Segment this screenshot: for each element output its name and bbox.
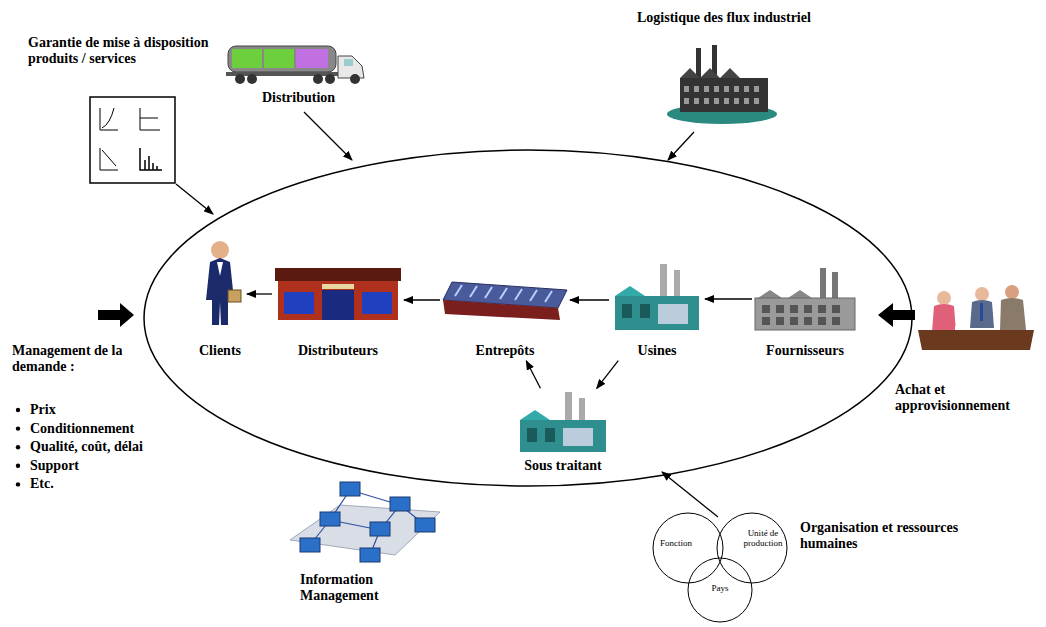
factory-icon	[615, 264, 699, 330]
caption-label: Distribution	[262, 90, 335, 106]
leader-arrow	[662, 472, 718, 517]
client-person-icon	[206, 241, 241, 325]
venn-circle: Pays	[688, 558, 752, 622]
node-label: Sous traitant	[517, 458, 609, 474]
supplier-factory-icon	[755, 268, 855, 330]
venn-circle: Fonction	[653, 513, 723, 583]
subcontractor-factory-icon	[520, 392, 606, 452]
warehouse-icon	[443, 282, 567, 320]
caption-label: Information Management	[300, 572, 425, 604]
circle-text: Pays	[700, 583, 740, 593]
thick-arrow	[98, 303, 134, 327]
bullet-dots	[16, 408, 20, 487]
warehouse-node: Entrepôts	[443, 280, 567, 359]
network-icon	[290, 482, 440, 562]
chart-icon	[90, 97, 175, 183]
caption-label: Garantie de mise à disposition produits …	[28, 35, 213, 67]
node-label: Distributeurs	[275, 343, 401, 359]
list-item: Support	[30, 458, 79, 474]
flow-arrow	[526, 361, 540, 388]
list-item: Conditionnement	[30, 421, 134, 437]
list-heading: Management de la demande :	[12, 343, 152, 375]
flow-arrow	[570, 299, 609, 300]
venn-circle: Unité de production	[717, 513, 787, 583]
flow-arrow	[597, 361, 619, 389]
supply-chain-ellipse	[144, 150, 912, 486]
shop-icon	[275, 268, 401, 320]
circle-outline	[652, 512, 724, 584]
circle-text: Unité de production	[740, 528, 786, 548]
list-item: Prix	[30, 402, 56, 418]
node-label: Entrepôts	[443, 343, 567, 359]
subcontractor-node: Sous traitant	[517, 390, 609, 474]
client-node: Clients	[196, 240, 244, 359]
leader-arrow	[304, 112, 352, 160]
caption-label: Achat et approvisionnement	[895, 382, 1040, 414]
thick-arrow	[878, 303, 915, 327]
node-label: Clients	[196, 343, 244, 359]
leader-arrow	[668, 132, 694, 160]
caption-label: Logistique des flux industriel	[637, 10, 811, 26]
factory-node: Usines	[612, 262, 702, 359]
factory-icon	[667, 45, 777, 124]
caption-label: Organisation et ressources humaines	[800, 520, 975, 552]
flow-arrow	[404, 299, 440, 300]
list-item: Qualité, coût, délai	[30, 439, 143, 455]
circle-outline	[716, 512, 788, 584]
circle-text: Fonction	[656, 538, 696, 548]
leader-arrow	[176, 184, 213, 214]
node-label: Usines	[612, 343, 702, 359]
tanker-truck-icon	[226, 46, 364, 84]
flow-arrow	[247, 293, 272, 294]
meeting-icon	[918, 285, 1034, 350]
list-item: Etc.	[30, 476, 54, 492]
node-label: Fournisseurs	[755, 343, 855, 359]
distributor-node: Distributeurs	[275, 268, 401, 359]
flow-arrow	[705, 298, 752, 299]
supplier-node: Fournisseurs	[755, 268, 855, 359]
